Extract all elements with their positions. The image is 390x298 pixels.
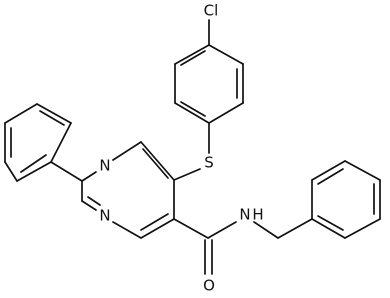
double-bond xyxy=(20,154,47,173)
bond xyxy=(311,160,346,181)
bond xyxy=(112,221,142,239)
bond xyxy=(140,218,175,239)
bond-carbonyl-n xyxy=(207,221,237,239)
sulfur-label: S xyxy=(204,154,214,172)
ring-nitrogen-bottom-label: N xyxy=(99,207,110,225)
pyrimidine-ring xyxy=(81,141,175,239)
double-bond xyxy=(180,50,206,66)
bond-s-c4 xyxy=(173,168,201,181)
bond xyxy=(81,200,97,211)
amide-hydrogen-label: H xyxy=(252,206,263,224)
bond xyxy=(344,160,381,181)
bond xyxy=(81,171,97,182)
bond xyxy=(4,161,18,182)
double-bond xyxy=(142,148,169,179)
bond xyxy=(50,122,72,163)
bond xyxy=(112,141,142,161)
bond xyxy=(344,218,381,239)
oxygen-label: O xyxy=(203,277,215,295)
double-bond xyxy=(317,215,344,231)
benzyl-ring xyxy=(311,160,381,239)
double-bond xyxy=(140,213,169,231)
bond-c5-carbonyl xyxy=(173,218,209,239)
bond xyxy=(311,218,346,239)
double-bond xyxy=(39,110,65,126)
ring-nitrogen-top-label: N xyxy=(99,157,110,175)
phenyl-ring xyxy=(4,103,72,182)
bond xyxy=(174,44,210,65)
bond xyxy=(4,103,38,124)
double-bond xyxy=(180,101,206,117)
chlorophenyl-ring xyxy=(174,44,244,124)
chlorine-label: Cl xyxy=(204,2,219,20)
bond xyxy=(208,44,244,65)
bond-ch2-benzyl xyxy=(277,218,313,239)
bond xyxy=(140,141,175,181)
double-bond xyxy=(317,168,344,185)
bond xyxy=(16,161,52,182)
amide-nitrogen-label: N xyxy=(239,206,250,224)
bond-c2-phenyl xyxy=(50,161,83,182)
bond xyxy=(36,103,72,124)
bond xyxy=(208,102,244,124)
double-bond xyxy=(87,196,101,206)
bond xyxy=(174,102,210,124)
bond-n-ch2 xyxy=(253,221,279,239)
